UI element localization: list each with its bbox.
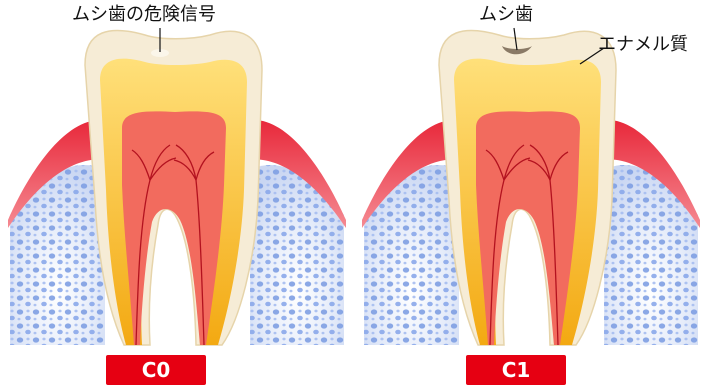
stage-c0-panel: ムシ歯の危険信号 C0 xyxy=(0,0,354,388)
callout-caries-warning-label: ムシ歯の危険信号 xyxy=(72,6,216,24)
stage-badge-c1: C1 xyxy=(466,355,566,385)
tooth-illustration-c0 xyxy=(0,0,354,388)
callout-caries-label: ムシ歯 xyxy=(479,6,533,24)
stage-badge-c0: C0 xyxy=(106,355,206,385)
callout-enamel-label: エナメル質 xyxy=(598,36,688,54)
tooth-illustration-c1 xyxy=(354,0,708,388)
stage-c1-panel: ムシ歯 エナメル質 C1 xyxy=(354,0,708,388)
